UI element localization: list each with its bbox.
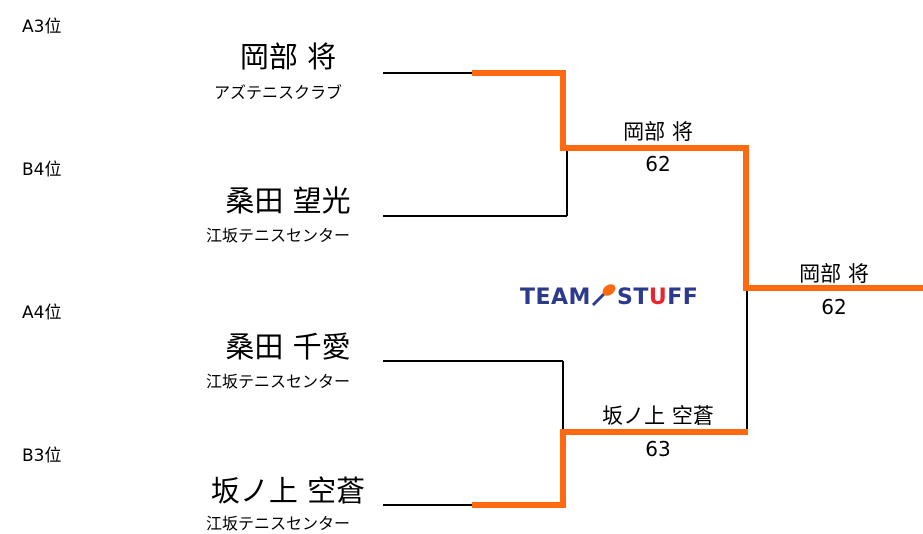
player-name-1: 岡部 将 bbox=[239, 40, 337, 74]
logo-text-team: TEAM bbox=[520, 285, 591, 310]
player-name-3: 桑田 千愛 bbox=[225, 330, 351, 364]
seed-label-1: A3位 bbox=[22, 17, 62, 37]
winner-path-semi1 bbox=[472, 70, 923, 291]
player-club-3: 江坂テニスセンター bbox=[205, 372, 350, 391]
player-name-4: 坂ノ上 空蒼 bbox=[210, 474, 366, 508]
racket-icon bbox=[591, 284, 616, 307]
player-club-2: 江坂テニスセンター bbox=[205, 226, 350, 245]
winner-path-semi2 bbox=[472, 429, 748, 508]
seed-label-2: B4位 bbox=[22, 160, 62, 180]
logo-text-ff: FF bbox=[667, 285, 699, 310]
semifinal-score-2: 63 bbox=[645, 437, 671, 461]
player-club-4: 江坂テニスセンター bbox=[205, 514, 350, 533]
semifinal-winner-1: 岡部 将 bbox=[623, 120, 693, 144]
semifinal-winner-2: 坂ノ上 空蒼 bbox=[602, 404, 714, 428]
logo-text-u: U bbox=[648, 285, 668, 310]
seed-label-4: B3位 bbox=[22, 446, 62, 466]
player-name-2: 桑田 望光 bbox=[225, 184, 351, 218]
player-club-1: アズテニスクラブ bbox=[213, 83, 342, 102]
seed-label-3: A4位 bbox=[22, 303, 62, 323]
final-winner: 岡部 将 bbox=[799, 262, 869, 286]
logo-text-st: ST bbox=[616, 285, 649, 310]
semifinal-score-1: 62 bbox=[645, 152, 671, 176]
team-stuff-logo: TEAM STUFF bbox=[520, 283, 698, 310]
final-score: 62 bbox=[821, 295, 847, 319]
